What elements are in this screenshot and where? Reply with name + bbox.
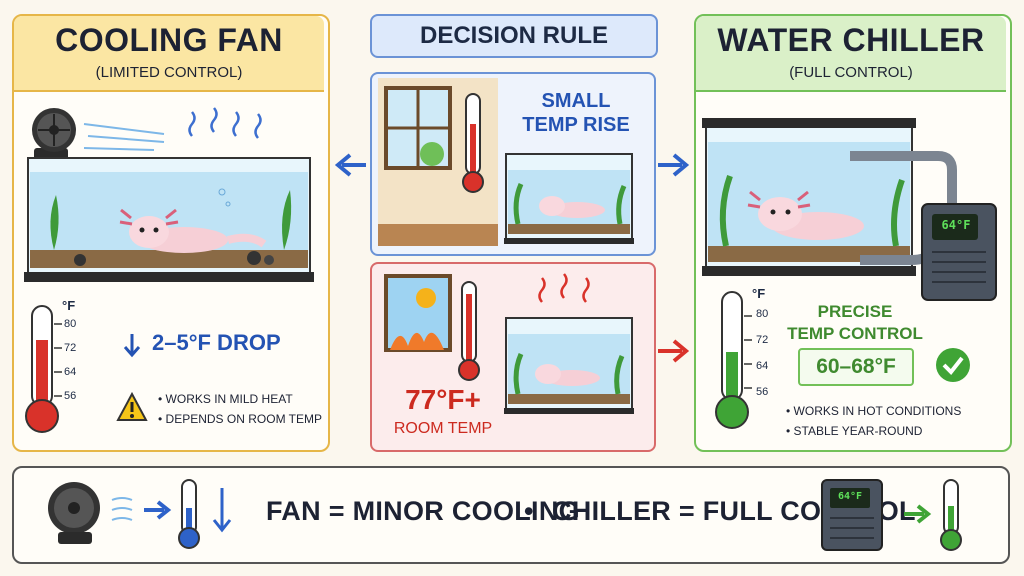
summary-fan-icon (48, 482, 100, 544)
fan-tick-72: 72 (64, 342, 77, 354)
fan-bullet-1: • WORKS IN MILD HEAT (158, 392, 293, 406)
cooling-fan-title: COOLING FAN (55, 22, 283, 58)
chiller-thermometer-unit: °F (752, 286, 766, 301)
heat-waves-icon (188, 107, 262, 139)
chiller-display: 64°F (941, 218, 971, 232)
summary-thermometer-green-icon (940, 479, 962, 551)
precise-label-line2: TEMP CONTROL (787, 324, 923, 343)
chiller-tick-72: 72 (756, 334, 769, 346)
water-chiller-subtitle: (FULL CONTROL) (789, 64, 913, 81)
small-rise-label-line1: SMALL (541, 90, 611, 112)
chiller-bullet-2: • STABLE YEAR-ROUND (786, 424, 923, 438)
summary-fan-graphic (48, 479, 232, 549)
hot-room-value: 77°F+ (405, 384, 481, 415)
summary-separator: • (524, 496, 534, 526)
summary-chiller-icon (821, 479, 883, 551)
arrow-left-icon (334, 153, 366, 177)
fan-drop-text: 2–5°F DROP (152, 330, 281, 355)
axolotl-icon (119, 208, 267, 253)
cooling-fan-header: COOLING FAN (LIMITED CONTROL) (14, 16, 324, 92)
water-chiller-title: WATER CHILLER (717, 22, 985, 58)
check-icon (936, 348, 970, 382)
chiller-tank-illustration (702, 118, 997, 301)
decision-rule-title: DECISION RULE (370, 14, 658, 58)
fan-tick-80: 80 (64, 318, 77, 330)
summary-thermometer-blue-icon (178, 479, 200, 549)
small-rise-label-line2: TEMP RISE (522, 114, 630, 136)
chiller-tick-80: 80 (756, 308, 769, 320)
chiller-thermometer-icon (715, 291, 752, 429)
water-chiller-header: WATER CHILLER (FULL CONTROL) (696, 16, 1006, 92)
precise-label-line1: PRECISE (817, 302, 893, 321)
warning-icon (116, 391, 148, 421)
chiller-tick-64: 64 (756, 360, 769, 372)
fan-tick-64: 64 (64, 366, 77, 378)
chiller-unit-icon (921, 203, 997, 301)
summary-green-arrow-icon (904, 504, 932, 524)
thermometer-icon (462, 93, 484, 193)
arrow-right-red-icon (658, 339, 690, 363)
fan-thermometer-icon (25, 305, 62, 433)
fan-tank-illustration (24, 107, 314, 282)
hot-thermometer-icon (458, 281, 480, 381)
heat-waves-red-icon (538, 273, 590, 303)
sun-icon (416, 288, 436, 308)
summary-chiller-display: 64°F (837, 491, 863, 502)
summary-chiller-graphic (821, 479, 962, 551)
hot-room-label: ROOM TEMP (393, 420, 493, 437)
hot-room-illustration (384, 273, 634, 414)
down-arrow-icon (123, 334, 141, 358)
fan-bullet-2: • DEPENDS ON ROOM TEMP (158, 412, 323, 426)
fan-thermometer-unit: °F (62, 298, 76, 313)
cooling-fan-subtitle: (LIMITED CONTROL) (95, 64, 243, 81)
summary-fan-text: FAN = MINOR COOLING (266, 496, 580, 526)
summary-arrow-icon (144, 500, 172, 520)
chiller-bullet-1: • WORKS IN HOT CONDITIONS (786, 404, 962, 418)
temp-range-badge: 60–68°F (798, 348, 914, 386)
small-rise-illustration (378, 78, 634, 246)
chiller-tick-56: 56 (756, 386, 769, 398)
arrow-right-icon (658, 153, 690, 177)
chiller-axolotl-icon (747, 190, 864, 240)
summary-down-arrow-icon (212, 488, 232, 533)
airflow-lines-icon (83, 123, 165, 151)
fan-tick-56: 56 (64, 390, 77, 402)
desk-fan-icon (32, 108, 76, 162)
